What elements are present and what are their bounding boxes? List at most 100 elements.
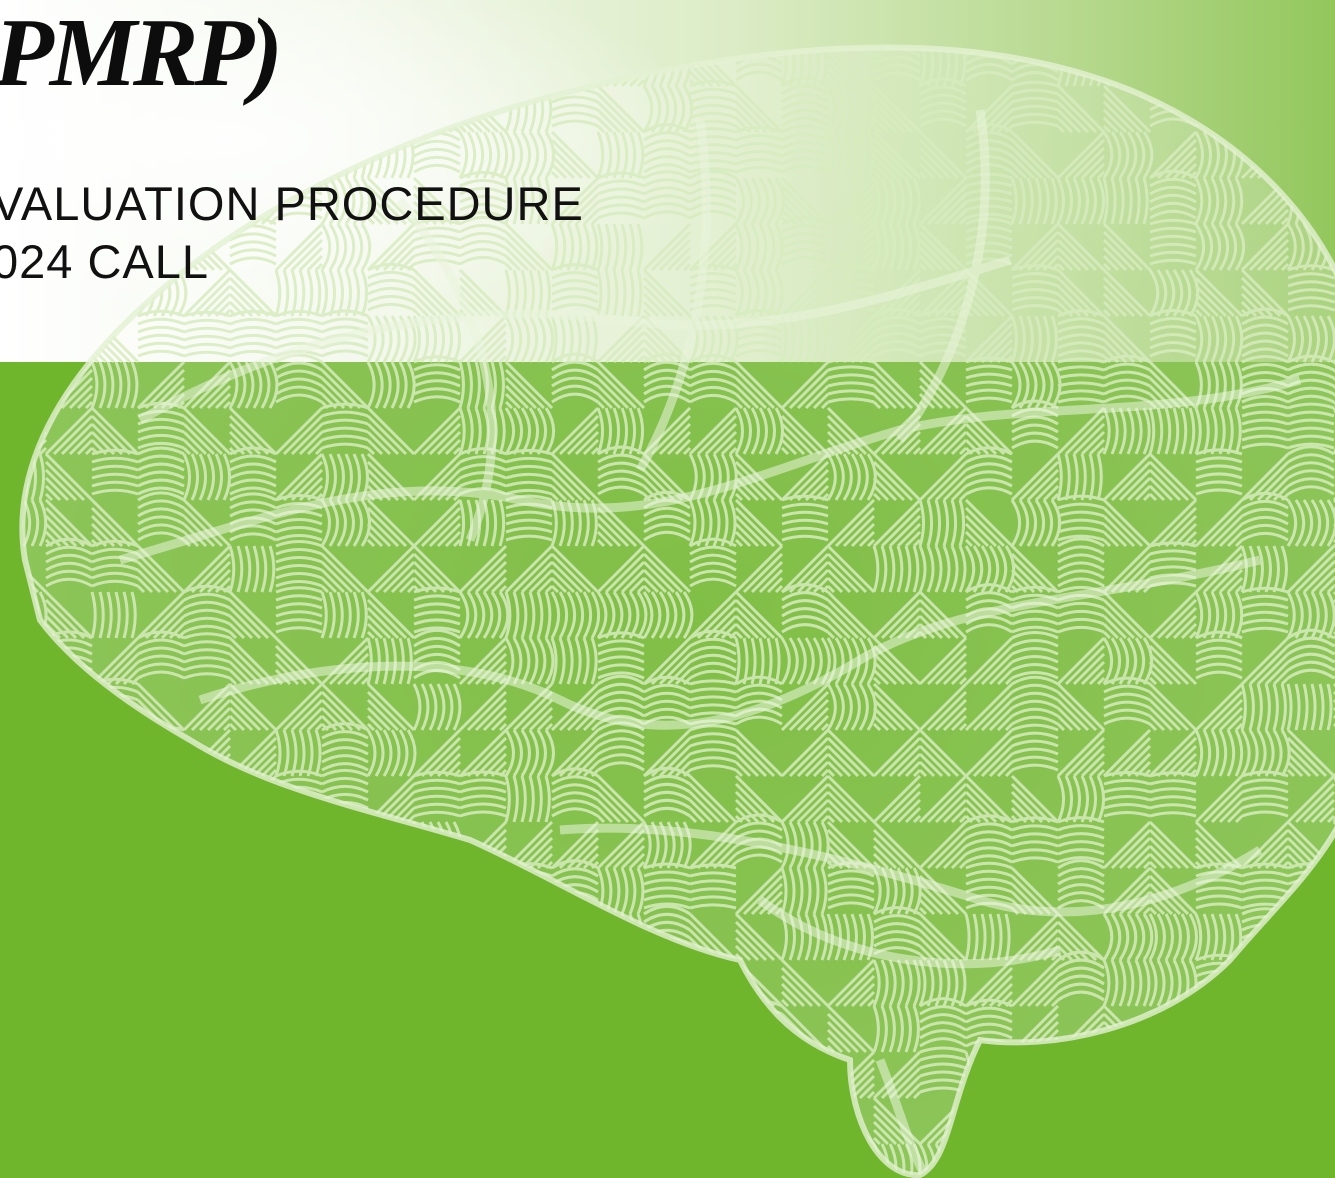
brain-texture-stroke xyxy=(38,400,48,410)
brain-texture-stroke xyxy=(413,1068,461,1078)
brain-texture-stroke xyxy=(106,1020,140,1054)
brain-texture-stroke xyxy=(466,867,478,915)
brain-texture-stroke xyxy=(842,913,850,961)
brain-texture-stroke xyxy=(298,821,306,869)
brain-texture-stroke xyxy=(528,775,535,823)
brain-texture-stroke xyxy=(904,545,912,593)
brain-texture-stroke xyxy=(643,186,691,196)
brain-texture-stroke xyxy=(688,912,738,962)
brain-texture-stroke xyxy=(872,154,898,180)
brain-texture-stroke xyxy=(229,1076,277,1086)
brain-texture-stroke xyxy=(1287,386,1335,396)
brain-texture-stroke xyxy=(183,876,231,886)
brain-texture-stroke xyxy=(336,1112,370,1146)
brain-texture-stroke xyxy=(781,108,829,120)
brain-texture-cell xyxy=(90,1004,140,1054)
brain-texture-stroke xyxy=(1056,100,1090,134)
brain-texture-stroke xyxy=(320,584,330,594)
brain-texture-stroke xyxy=(1210,1005,1220,1053)
brain-texture-stroke xyxy=(620,223,628,271)
brain-texture-stroke xyxy=(965,47,1013,50)
brain-texture-stroke xyxy=(735,149,783,158)
brain-texture-stroke xyxy=(45,807,93,818)
brain-texture-stroke xyxy=(872,1005,880,1053)
brain-texture-stroke xyxy=(137,491,185,502)
brain-texture-stroke xyxy=(1264,476,1290,502)
brain-texture-stroke xyxy=(826,568,852,594)
brain-texture-stroke xyxy=(320,821,331,869)
brain-texture-stroke xyxy=(306,714,324,732)
brain-texture-stroke xyxy=(528,315,539,363)
brain-texture-stroke xyxy=(459,802,507,810)
brain-texture-stroke xyxy=(712,315,723,363)
brain-texture-cell xyxy=(551,263,599,312)
brain-texture-cell xyxy=(459,170,507,220)
brain-texture-stroke xyxy=(90,828,132,870)
brain-texture-stroke xyxy=(206,775,214,823)
brain-texture-stroke xyxy=(98,644,140,686)
brain-texture-stroke xyxy=(934,47,943,87)
brain-texture-stroke xyxy=(1240,292,1266,318)
brain-texture-cell xyxy=(964,1097,1011,1145)
brain-texture-stroke xyxy=(352,177,364,225)
brain-texture-stroke xyxy=(643,202,691,212)
brain-texture-stroke xyxy=(896,177,905,225)
brain-texture-stroke xyxy=(444,1005,452,1053)
brain-texture-stroke xyxy=(781,583,829,594)
brain-texture-stroke xyxy=(1011,856,1059,864)
brain-texture-stroke xyxy=(1194,1074,1220,1100)
brain-texture-stroke xyxy=(222,775,230,823)
brain-texture-stroke xyxy=(1096,1044,1106,1054)
brain-texture-stroke xyxy=(190,966,232,1008)
brain-texture-stroke xyxy=(321,349,369,358)
brain-texture-stroke xyxy=(689,377,737,388)
brain-texture-stroke xyxy=(574,752,600,778)
brain-texture-stroke xyxy=(1194,498,1244,548)
brain-texture-stroke xyxy=(872,668,890,686)
brain-texture-stroke xyxy=(1287,288,1335,296)
brain-texture-stroke xyxy=(781,623,829,634)
brain-texture-stroke xyxy=(1286,1050,1335,1100)
brain-texture-stroke xyxy=(643,139,691,150)
brain-texture-stroke xyxy=(597,682,645,694)
brain-texture-stroke xyxy=(268,959,277,1007)
brain-texture-stroke xyxy=(1241,610,1289,618)
brain-texture-stroke xyxy=(550,476,576,502)
brain-texture-stroke xyxy=(1148,728,1198,778)
brain-texture-stroke xyxy=(996,913,1003,961)
brain-texture-stroke xyxy=(650,1058,692,1100)
brain-texture-stroke xyxy=(918,146,952,180)
brain-texture-cell xyxy=(1241,770,1289,818)
brain-texture-stroke xyxy=(460,37,506,40)
brain-texture-stroke xyxy=(980,913,987,961)
brain-texture-stroke xyxy=(1210,223,1222,271)
brain-texture-stroke xyxy=(1126,844,1152,870)
brain-texture-stroke xyxy=(996,1051,1004,1099)
brain-texture-stroke xyxy=(590,591,601,639)
brain-texture-stroke xyxy=(896,223,905,271)
brain-texture-stroke xyxy=(90,414,132,456)
brain-texture-stroke xyxy=(735,821,783,832)
brain-texture-stroke xyxy=(367,278,415,288)
brain-texture-cell xyxy=(780,867,828,915)
brain-texture-stroke xyxy=(136,1004,186,1054)
brain-texture-stroke xyxy=(1011,691,1059,702)
brain-texture-stroke xyxy=(796,47,804,87)
brain-texture-stroke xyxy=(965,846,1013,856)
brain-texture-stroke xyxy=(1057,577,1105,588)
brain-texture-stroke xyxy=(1011,683,1059,694)
brain-texture-stroke xyxy=(1241,113,1289,120)
brain-texture-stroke xyxy=(712,430,738,456)
brain-texture-stroke xyxy=(1102,622,1120,640)
brain-texture-stroke xyxy=(1195,89,1243,96)
brain-texture-stroke xyxy=(320,47,328,87)
brain-texture-stroke xyxy=(734,790,768,824)
brain-texture-stroke xyxy=(780,728,830,778)
brain-texture-stroke xyxy=(872,498,922,548)
brain-texture-stroke xyxy=(996,1097,1003,1145)
brain-texture-stroke xyxy=(934,422,968,456)
brain-texture-stroke xyxy=(504,238,538,272)
brain-texture-stroke xyxy=(1004,768,1014,778)
brain-texture-stroke xyxy=(689,369,737,380)
brain-texture-cell xyxy=(1056,682,1106,732)
